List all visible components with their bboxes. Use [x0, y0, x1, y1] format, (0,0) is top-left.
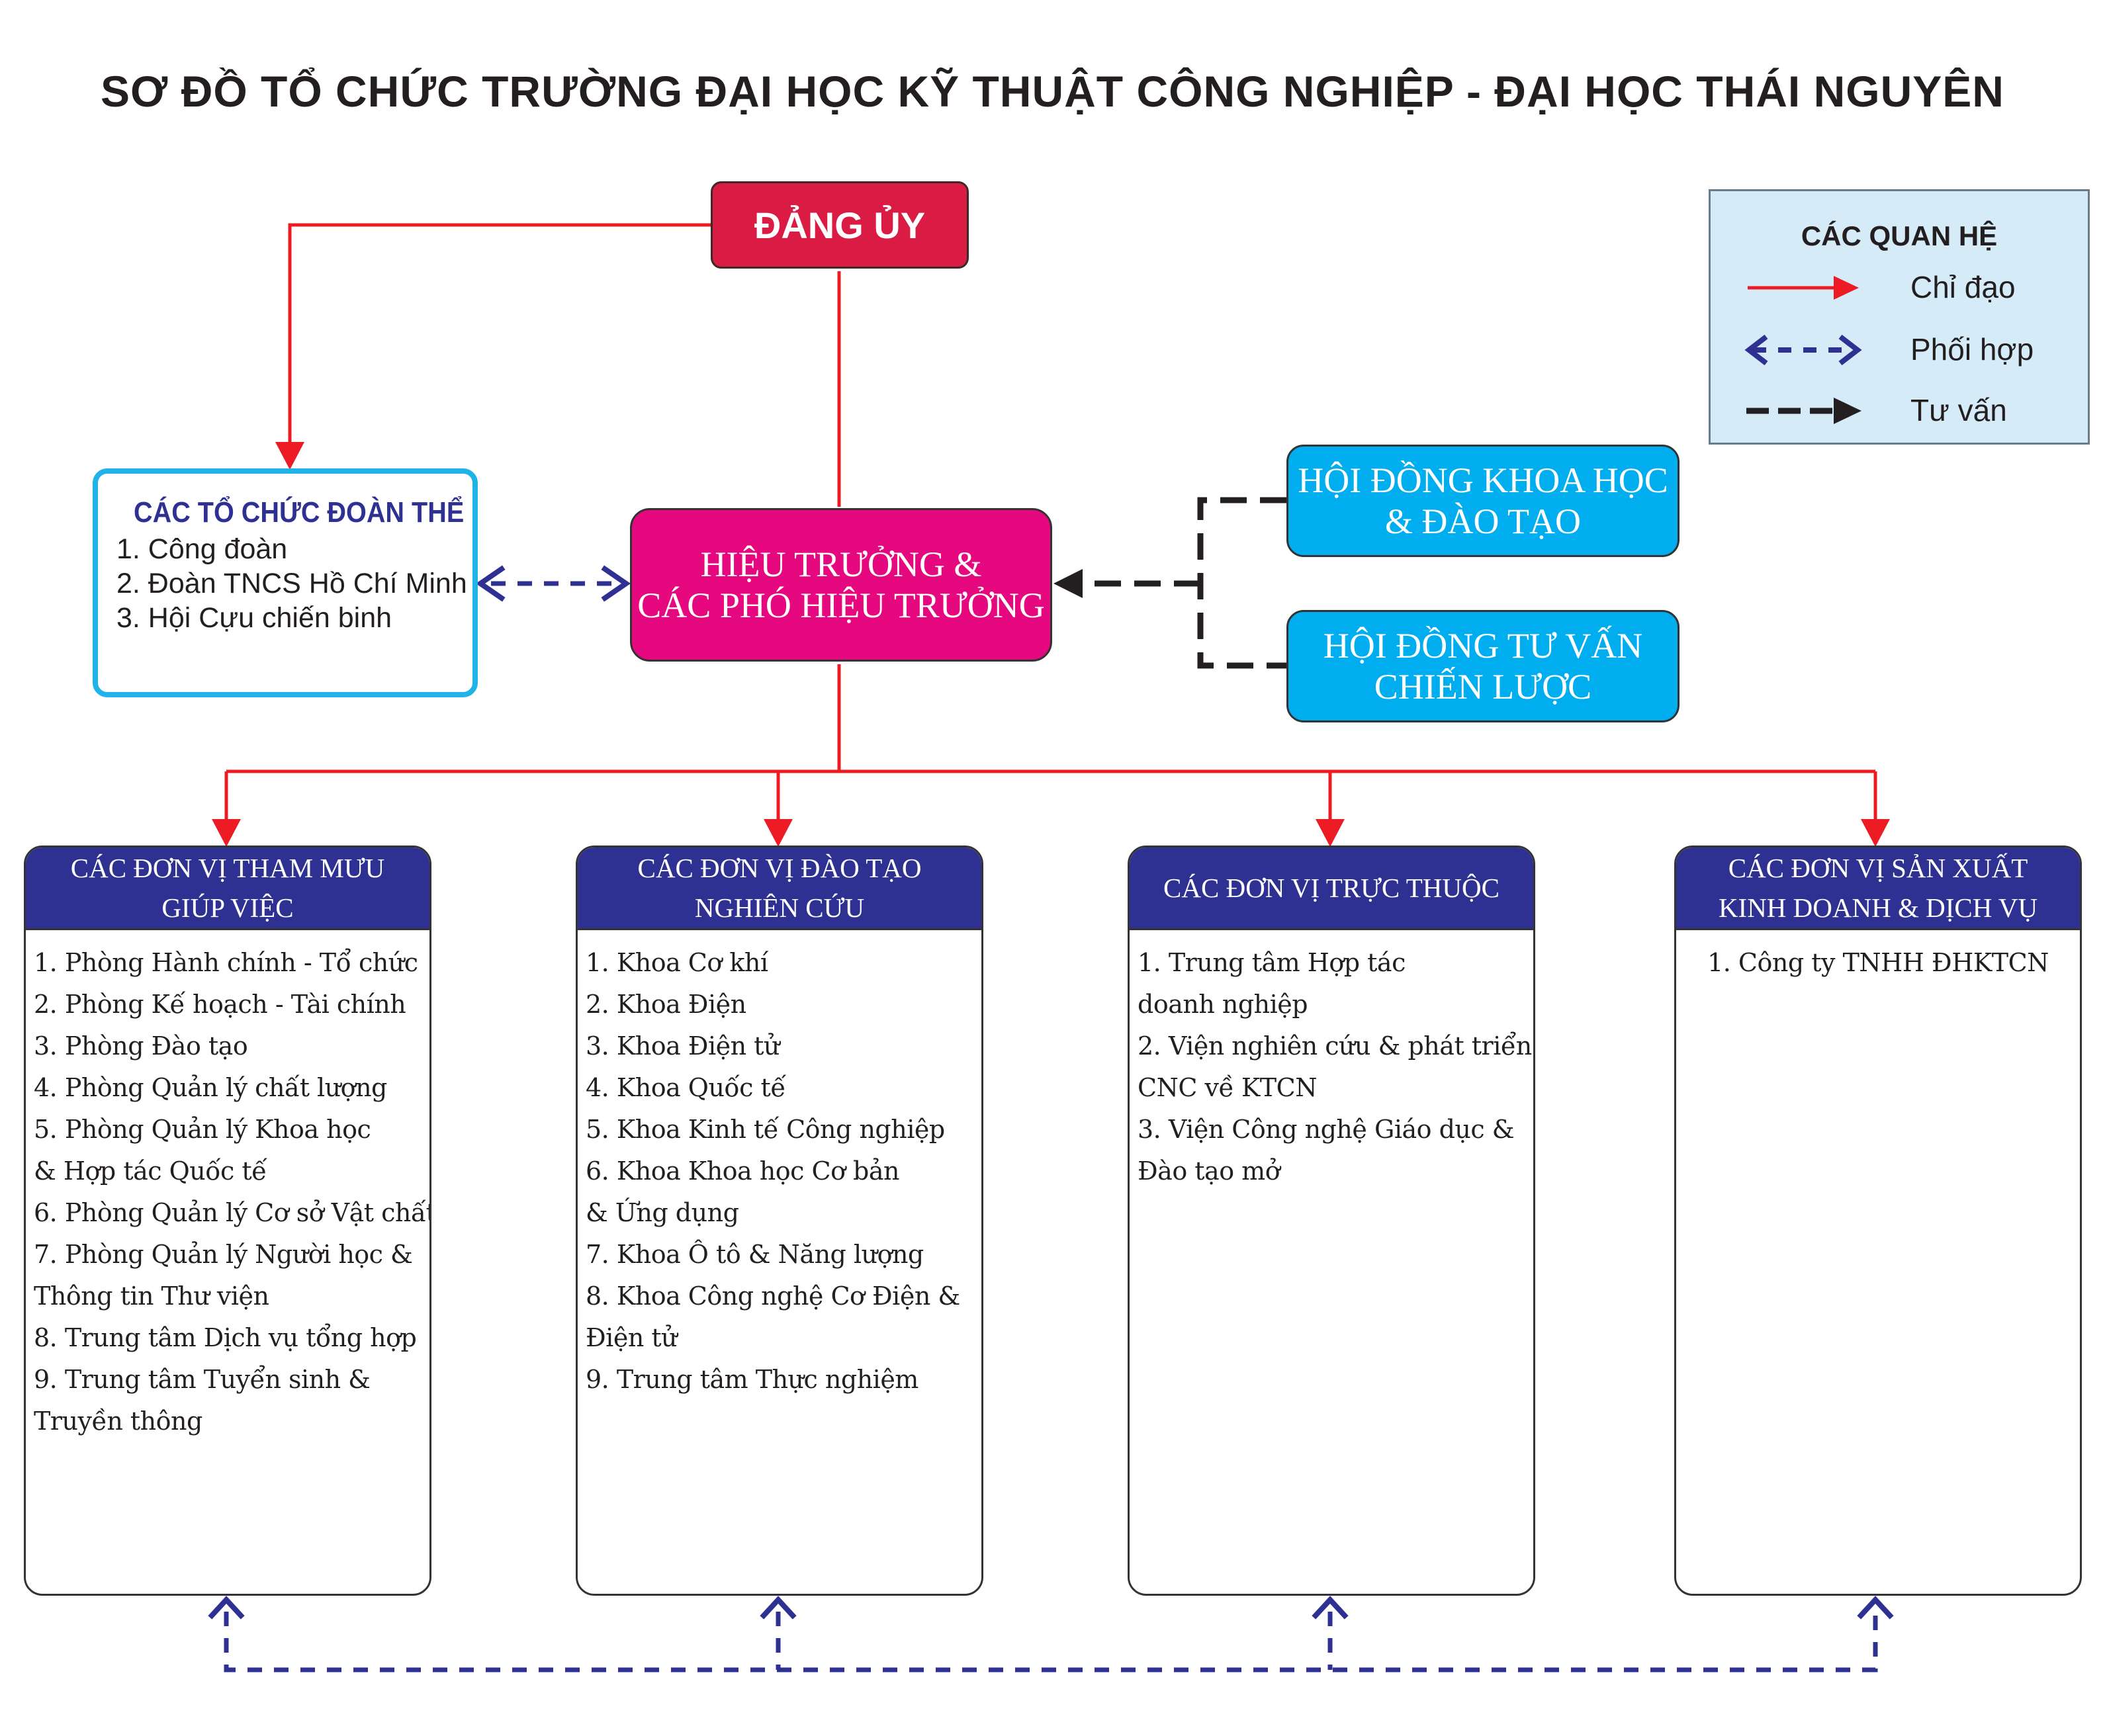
hoi-dong-khoa-hoc-box[interactable]: HỘI ĐỒNG KHOA HỌC & ĐÀO TẠO — [1286, 445, 1680, 557]
unit-list-item-continuation: Điện tử — [586, 1323, 678, 1352]
unit-list-item: 6. Khoa Khoa học Cơ bản — [586, 1156, 899, 1186]
legend-tu-van-swatch — [1746, 398, 1861, 424]
unit-header: CÁC ĐƠN VỊ THAM MƯU GIÚP VIỆC — [26, 847, 429, 930]
chi-dao-arrowheads — [212, 442, 1890, 847]
unit-list-item-continuation: Đào tạo mở — [1138, 1156, 1280, 1186]
unit-list: 1. Khoa Cơ khí 2. Khoa Điện 3. Khoa Điện t… — [578, 930, 981, 1401]
unit-list: 1. Phòng Hành chính - Tổ chức 2. Phòng Kế… — [26, 930, 429, 1442]
page-title: SƠ ĐỒ TỔ CHỨC TRƯỜNG ĐẠI HỌC KỸ THUẬT CÔ… — [101, 67, 2004, 116]
doan-the-item: 1. Công đoàn — [116, 533, 288, 565]
hieu-truong-line1: HIỆU TRƯỞNG & — [700, 544, 982, 584]
chi-dao-lines — [224, 223, 1877, 820]
doan-the-heading: CÁC TỔ CHỨC ĐOÀN THỂ — [134, 496, 465, 529]
unit-list-item: 8. Khoa Công nghệ Cơ Điện & — [586, 1281, 960, 1311]
unit-list-item: 7. Phòng Quản lý Người học & — [34, 1240, 413, 1269]
unit-header-line1: CÁC ĐƠN VỊ ĐÀO TẠO — [637, 853, 922, 883]
unit-list-item: 3. Phòng Đào tạo — [34, 1031, 248, 1061]
unit-list-item: 1. Trung tâm Hợp tác — [1138, 948, 1406, 977]
phoi-hop-lines — [224, 581, 1878, 1672]
legend-chi-dao-label: Chỉ đạo — [1910, 270, 2016, 304]
unit-list-item: 2. Khoa Điện — [586, 990, 746, 1019]
dang-uy-box[interactable]: ĐẢNG ỦY — [711, 181, 969, 269]
unit-header: CÁC ĐƠN VỊ SẢN XUẤT KINH DOANH & DỊCH VỤ — [1676, 847, 2080, 930]
unit-list-item-continuation: Thông tin Thư viện — [34, 1281, 269, 1311]
doan-the-box[interactable]: CÁC TỔ CHỨC ĐOÀN THỂ 1. Công đoàn 2. Đoà… — [93, 468, 478, 697]
dang-uy-label: ĐẢNG ỦY — [754, 204, 926, 246]
unit-header: CÁC ĐƠN VỊ ĐÀO TẠO NGHIÊN CỨU — [578, 847, 981, 930]
legend-phoi-hop-swatch — [1744, 334, 1862, 366]
legend-tu-van-label: Tư vấn — [1910, 393, 2007, 427]
unit-list-item: 3. Khoa Điện tử — [586, 1031, 780, 1061]
unit-list-item-continuation: doanh nghiệp — [1138, 990, 1308, 1019]
unit-list-item: 9. Trung tâm Thực nghiệm — [586, 1365, 918, 1394]
phoi-hop-arrowheads — [208, 565, 1894, 1620]
hoi-dong-khoa-hoc-line2: & ĐÀO TẠO — [1385, 501, 1581, 541]
unit-list-item-continuation: & Hợp tác Quốc tế — [34, 1156, 267, 1186]
unit-list-item: 1. Công ty TNHH ĐHKTCN — [1707, 948, 2049, 977]
unit-list-item: 3. Viện Công nghệ Giáo dục & — [1138, 1115, 1515, 1144]
legend-title: CÁC QUAN HỆ — [1801, 220, 1998, 251]
unit-list-item-continuation: & Ứng dụng — [586, 1198, 739, 1227]
unit-list-item: 1. Phòng Hành chính - Tổ chức — [34, 948, 418, 977]
unit-header: CÁC ĐƠN VỊ TRỰC THUỘC — [1130, 847, 1533, 930]
unit-header-line1: CÁC ĐƠN VỊ SẢN XUẤT — [1728, 853, 2028, 883]
legend-phoi-hop-label: Phối hợp — [1910, 332, 2034, 367]
unit-list-item: 2. Phòng Kế hoạch - Tài chính — [34, 990, 406, 1019]
unit-list: 1. Công ty TNHH ĐHKTCN — [1676, 930, 2080, 984]
unit-header-line1: CÁC ĐƠN VỊ THAM MƯU — [70, 853, 385, 883]
unit-list-item: 2. Viện nghiên cứu & phát triển — [1138, 1031, 1532, 1061]
unit-list-item: 9. Trung tâm Tuyển sinh & — [34, 1365, 371, 1394]
unit-list-item: 4. Khoa Quốc tế — [586, 1073, 786, 1102]
unit-list-item: 1. Khoa Cơ khí — [586, 948, 768, 977]
unit-list-item-continuation: Truyền thông — [34, 1407, 202, 1436]
doan-the-item: 2. Đoàn TNCS Hồ Chí Minh — [116, 568, 467, 599]
unit-list-item-continuation: CNC về KTCN — [1138, 1073, 1317, 1102]
unit-list-item: 7. Khoa Ô tô & Năng lượng — [586, 1240, 924, 1269]
legend-chi-dao-swatch — [1748, 276, 1859, 300]
legend-box: CÁC QUAN HỆ Chỉ đạo Phối hợp Tư vấn — [1709, 189, 2090, 445]
unit-list: 1. Trung tâm Hợp tác doanh nghiệp 2. Viện … — [1130, 930, 1533, 1192]
unit-list-item: 4. Phòng Quản lý chất lượng — [34, 1073, 387, 1102]
unit-list-item: 6. Phòng Quản lý Cơ sở Vật chất — [34, 1198, 431, 1227]
unit-header-line2: KINH DOANH & DỊCH VỤ — [1718, 892, 2038, 923]
hoi-dong-tu-van-box[interactable]: HỘI ĐỒNG TƯ VẤN CHIẾN LƯỢC — [1286, 610, 1680, 722]
unit-header-line1: CÁC ĐƠN VỊ TRỰC THUỘC — [1163, 873, 1500, 903]
unit-list-item: 5. Khoa Kinh tế Công nghiệp — [586, 1115, 945, 1144]
hoi-dong-tu-van-line1: HỘI ĐỒNG TƯ VẤN — [1323, 626, 1643, 666]
unit-san-xuat[interactable]: CÁC ĐƠN VỊ SẢN XUẤT KINH DOANH & DỊCH VỤ… — [1674, 846, 2082, 1596]
unit-header-line2: GIÚP VIỆC — [161, 892, 294, 923]
unit-truc-thuoc[interactable]: CÁC ĐƠN VỊ TRỰC THUỘC 1. Trung tâm Hợp t… — [1128, 846, 1535, 1596]
legend-swatches — [1744, 276, 1862, 424]
tu-van-arrowhead — [1053, 569, 1083, 598]
hoi-dong-tu-van-line2: CHIẾN LƯỢC — [1374, 667, 1592, 707]
hieu-truong-box[interactable]: HIỆU TRƯỞNG & CÁC PHÓ HIỆU TRƯỞNG — [630, 508, 1052, 662]
unit-header-line2: NGHIÊN CỨU — [694, 892, 865, 923]
tu-van-lines — [1069, 497, 1286, 669]
unit-list-item: 5. Phòng Quản lý Khoa học — [34, 1115, 371, 1144]
hieu-truong-line2: CÁC PHÓ HIỆU TRƯỞNG — [637, 586, 1045, 625]
unit-dao-tao[interactable]: CÁC ĐƠN VỊ ĐÀO TẠO NGHIÊN CỨU 1. Khoa Cơ… — [576, 846, 983, 1596]
unit-tham-muu[interactable]: CÁC ĐƠN VỊ THAM MƯU GIÚP VIỆC 1. Phòng H… — [24, 846, 431, 1596]
hoi-dong-khoa-hoc-line1: HỘI ĐỒNG KHOA HỌC — [1298, 460, 1668, 500]
unit-list-item: 8. Trung tâm Dịch vụ tổng hợp — [34, 1323, 417, 1352]
doan-the-item: 3. Hội Cựu chiến binh — [116, 602, 392, 634]
